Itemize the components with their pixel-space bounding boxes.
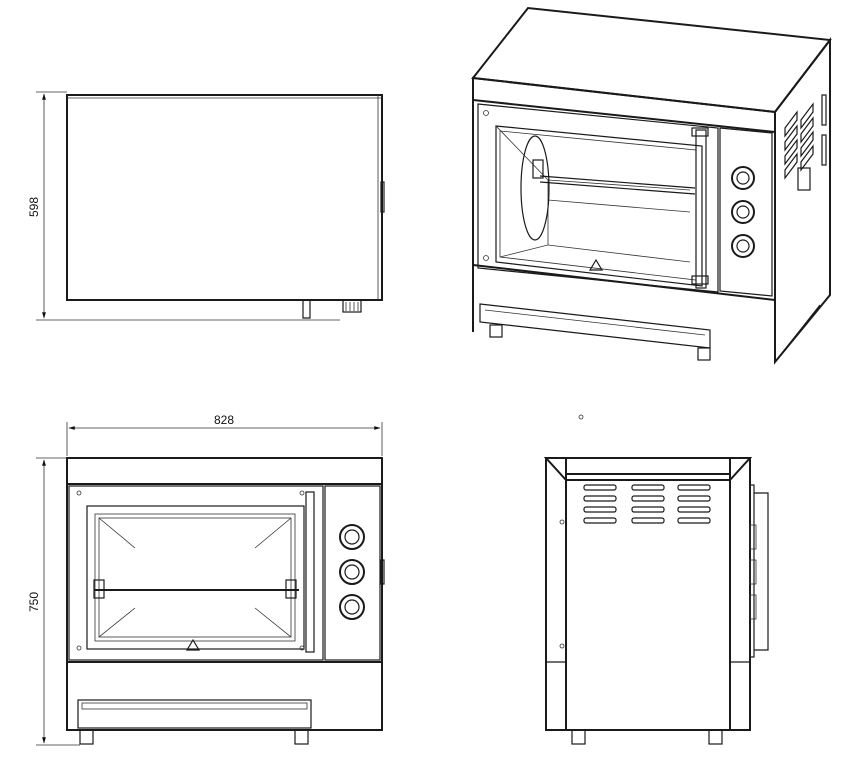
knob-bottom bbox=[339, 594, 365, 620]
isometric-view bbox=[471, 6, 832, 365]
knob-top bbox=[339, 524, 365, 550]
dim-828-label: 828 bbox=[214, 413, 234, 427]
knob-middle bbox=[339, 559, 365, 585]
side-view bbox=[543, 414, 769, 745]
front-view: 828 750 bbox=[27, 413, 385, 746]
dim-598-label: 598 bbox=[27, 197, 41, 217]
dim-750-label: 750 bbox=[27, 592, 41, 612]
top-view: 598 bbox=[27, 91, 385, 321]
side-vents bbox=[583, 484, 711, 524]
